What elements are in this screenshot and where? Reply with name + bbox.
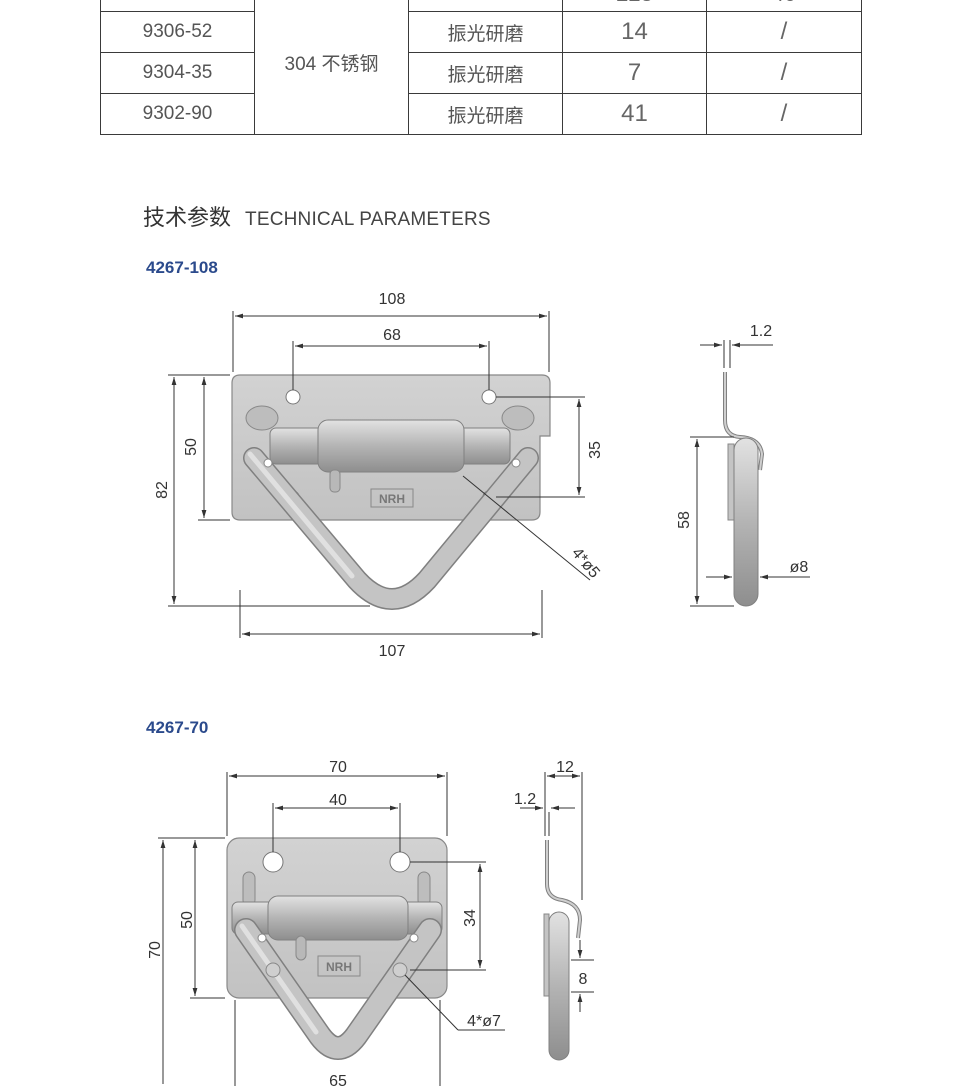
dim-side-height: 58 <box>676 511 693 529</box>
side-rod <box>733 437 759 607</box>
dim-holes: 4*ø7 <box>467 1013 501 1030</box>
extra-cell: / <box>706 11 862 53</box>
finish-cell: 振光研磨 <box>408 52 563 94</box>
dim-bottom-width: 65 <box>329 1073 347 1086</box>
qty-cell: 14 <box>562 11 707 53</box>
spec-table: 304 不锈钢 228 40 9306-52 振光研磨 14 / 9304-35… <box>100 0 862 135</box>
drawing-4267-108-front: NRH 108 68 82 50 35 4*ø5 107 <box>154 291 604 660</box>
drawing-4267-70-front: NRH 70 40 70 50 34 4*ø7 65 <box>147 759 505 1086</box>
hinge-knuckle <box>501 405 535 431</box>
pivot-sleeve <box>267 895 409 941</box>
dim-bottom-width: 107 <box>379 643 406 660</box>
dim-hole-to-bar: 34 <box>462 909 479 927</box>
dim-side-depth: 12 <box>556 759 574 776</box>
finish-cell: 振光研磨 <box>408 11 563 53</box>
dim-plate-height: 50 <box>183 438 200 456</box>
side-rod <box>548 911 570 1061</box>
drawing-4267-108-side: 1.2 58 ø8 <box>676 323 810 607</box>
dim-side-thickness: 1.2 <box>750 323 772 340</box>
dim-height: 70 <box>147 941 164 959</box>
dim-side-thickness: 1.2 <box>514 791 536 808</box>
drawing-4267-70-side: 12 1.2 8 <box>514 759 594 1061</box>
hinge-knuckle <box>245 405 279 431</box>
model-cell: 9302-90 <box>100 93 255 135</box>
table-row: 304 不锈钢 228 40 <box>100 0 862 135</box>
nrh-logo <box>317 955 361 977</box>
dim-plate-height: 50 <box>179 911 196 929</box>
qty-value: 228 <box>616 0 653 6</box>
dim-height: 82 <box>154 481 171 499</box>
dim-hole-spacing: 40 <box>329 792 347 809</box>
section-title-cn: 技术参数 <box>143 205 232 230</box>
section-title: 技术参数 TECHNICAL PARAMETERS <box>143 200 491 232</box>
extra-cell: / <box>706 93 862 135</box>
table-row: 9306-52 振光研磨 14 / <box>100 11 862 53</box>
mounting-hole <box>481 389 497 405</box>
dim-top-width: 108 <box>379 291 406 308</box>
model-cell: 9306-52 <box>100 11 255 53</box>
material-cell: 304 不锈钢 <box>254 0 409 135</box>
model-label-2: 4267-70 <box>146 718 209 737</box>
dim-holes: 4*ø5 <box>568 545 603 582</box>
dim-rod-dia: ø8 <box>790 559 809 576</box>
qty-cell: 41 <box>562 93 707 135</box>
dim-hole-spacing: 68 <box>383 327 401 344</box>
model-label-1: 4267-108 <box>146 258 218 277</box>
dim-top-width: 70 <box>329 759 347 776</box>
dim-hole-to-bar: 35 <box>587 441 604 459</box>
section-title-en: TECHNICAL PARAMETERS <box>245 209 491 230</box>
model-cell: 9304-35 <box>100 52 255 94</box>
dim-rod-dia: 8 <box>579 971 588 988</box>
pivot-sleeve <box>317 419 465 473</box>
table-row: 9302-90 振光研磨 41 / <box>100 93 862 135</box>
mounting-hole <box>389 851 411 873</box>
finish-cell: 振光研磨 <box>408 93 563 135</box>
mounting-hole <box>285 389 301 405</box>
extra-value: 40 <box>772 0 796 6</box>
table-row: 9304-35 振光研磨 7 / <box>100 52 862 94</box>
logo-text: NRH <box>326 960 352 974</box>
stop-pin <box>329 469 341 493</box>
mounting-hole <box>262 851 284 873</box>
nrh-logo <box>370 488 414 508</box>
logo-text: NRH <box>379 492 405 506</box>
